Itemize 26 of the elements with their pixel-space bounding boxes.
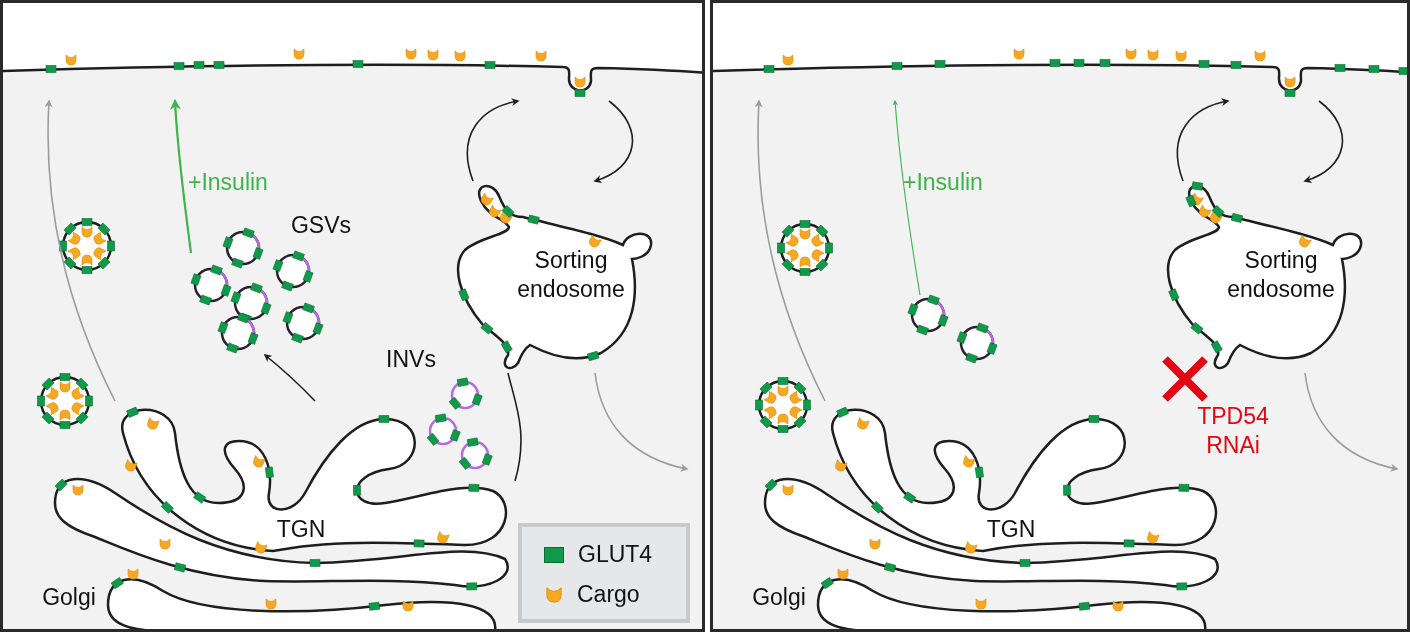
arrow [1176,98,1230,182]
edge-label: +Insulin [188,169,268,196]
arrow [594,372,689,472]
annotation-label: TPD54 RNAi [1196,402,1270,460]
arrow [892,99,921,296]
organelle-label: Sorting endosome [1226,246,1336,304]
organelle-label: TGN [275,514,327,544]
arrow [170,98,193,254]
arrow [1304,372,1399,472]
arrow [1303,100,1344,183]
vesicle-label: GSVs [289,210,353,240]
legend-text: GLUT4 [578,541,653,568]
legend-text: Cargo [577,581,640,608]
organelle-label: TGN [985,514,1037,544]
edge-label: +Insulin [903,169,983,196]
connector-line [507,372,522,482]
annotation-label: INVs [386,344,436,374]
organelle-label: Golgi [41,582,97,612]
organelle-label: Sorting endosome [516,246,626,304]
organelle-label: Golgi [751,582,807,612]
vesicle-pair [908,295,1000,367]
arrow [263,354,316,402]
arrow [754,99,826,402]
arrow [593,100,634,183]
arrow [44,99,116,402]
arrow [466,98,520,182]
